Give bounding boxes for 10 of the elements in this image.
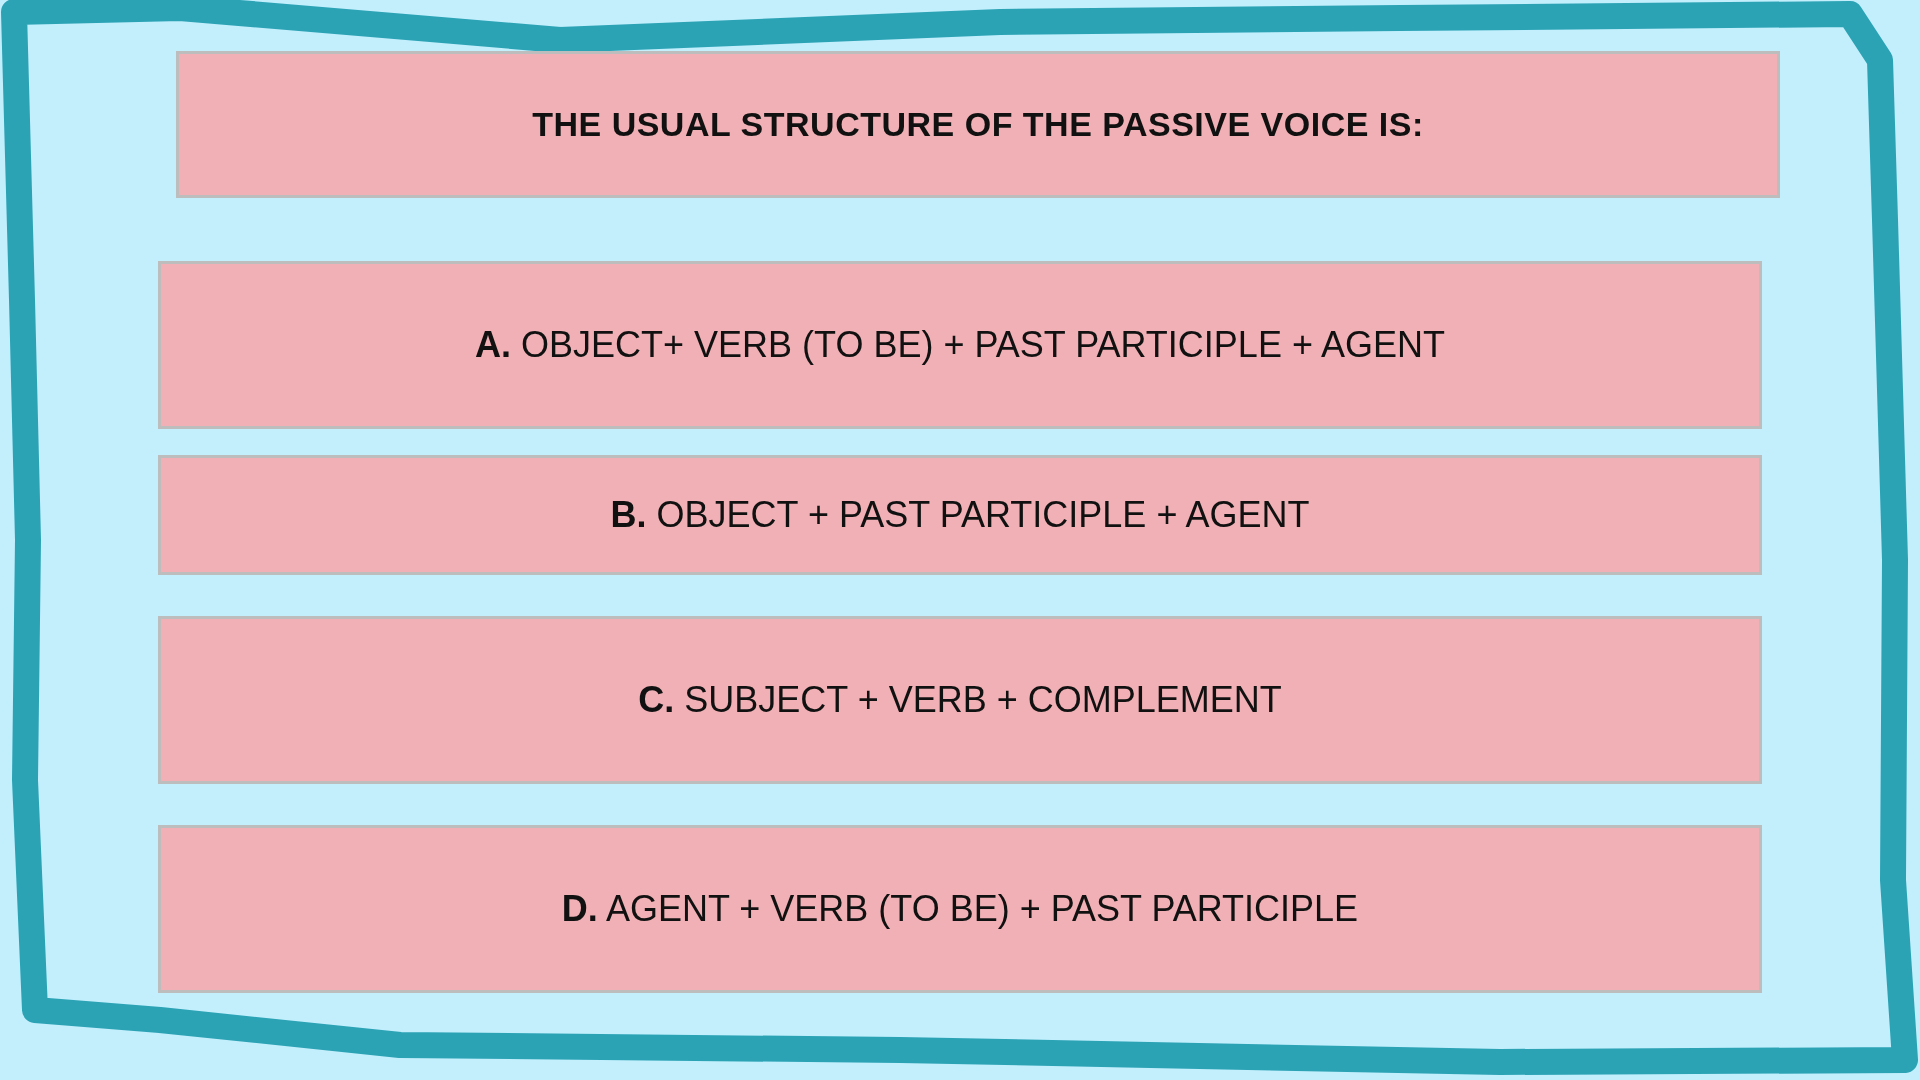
heading-box: [176, 51, 1780, 198]
answer-option: B. OBJECT + PAST PARTICIPLE + AGENT: [610, 494, 1310, 536]
option-box: [158, 825, 1762, 993]
option-box: [158, 261, 1762, 429]
answer-option: A. OBJECT+ VERB (TO BE) + PAST PARTICIPLE + AGENT: [475, 324, 1445, 366]
option-box: [158, 616, 1762, 784]
option-box: [158, 455, 1762, 575]
question-heading: THE USUAL STRUCTURE OF THE PASSIVE VOICE IS:: [532, 105, 1424, 144]
answer-option: C. SUBJECT + VERB + COMPLEMENT: [638, 679, 1282, 721]
answer-option: D. AGENT + VERB (TO BE) + PAST PARTICIPLE: [561, 888, 1359, 930]
